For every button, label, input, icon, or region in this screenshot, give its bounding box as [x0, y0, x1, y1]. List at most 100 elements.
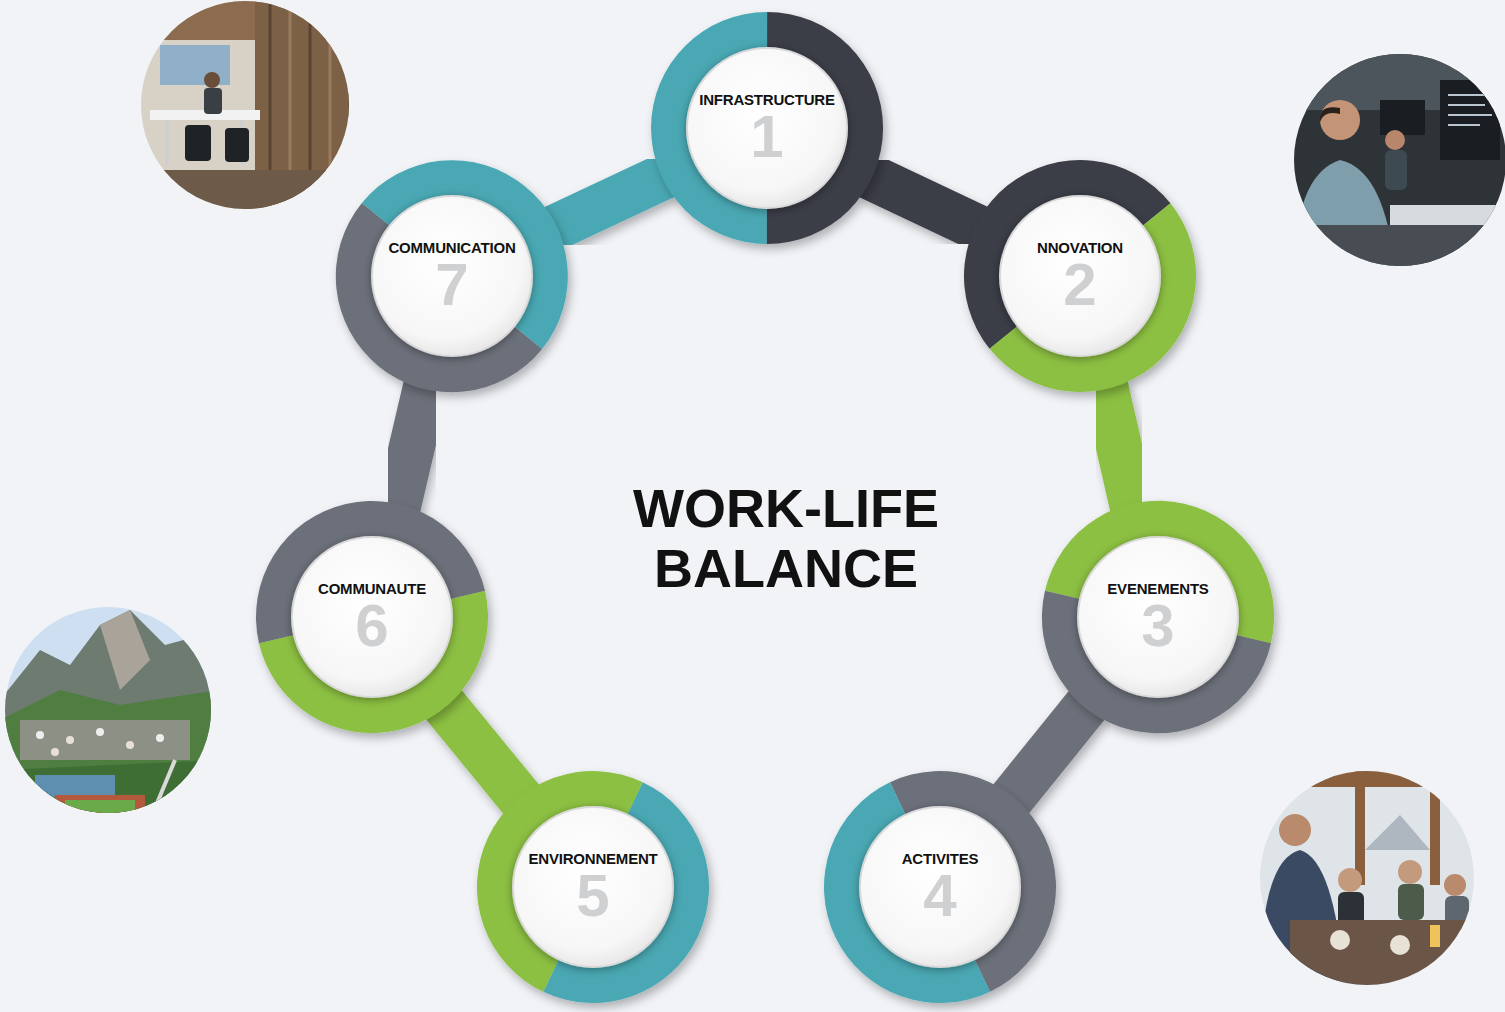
photo-shape [150, 760, 175, 820]
photo-shape [1448, 104, 1485, 106]
step-node: COMMUNAUTE6 [256, 501, 488, 733]
white-circle [687, 48, 847, 208]
photo-shape [1398, 860, 1422, 884]
ring-band [868, 176, 978, 228]
photo-shape [1390, 205, 1500, 225]
step-label: INFRASTRUCTURE [699, 91, 835, 108]
photo-shape [96, 728, 104, 736]
title-text: WORK-LIFE BALANCE [633, 478, 939, 598]
photo-shape [1290, 225, 1505, 270]
ring-group [1042, 501, 1274, 734]
photo-shape [130, 170, 370, 220]
photo-shape [35, 775, 115, 797]
restaurant-photo [1255, 765, 1490, 990]
ring-group [651, 12, 883, 244]
ring-band [398, 385, 427, 508]
node-text-group: ENVIRONNEMENT5 [477, 771, 709, 1003]
photo-shape [225, 128, 249, 162]
step-node: COMMUNICATION7 [336, 160, 568, 392]
photo-shape [65, 800, 135, 820]
developers-photo [1290, 50, 1505, 270]
photo-shape [100, 610, 150, 690]
step-label: ACTIVITES [902, 850, 979, 867]
photo-shape [1355, 765, 1365, 885]
step-number: 6 [355, 597, 388, 654]
photo-shape [130, 0, 370, 40]
photo-shape [185, 125, 211, 161]
photo-shape [55, 795, 145, 825]
photo-shape [1448, 124, 1480, 126]
step-number: 5 [576, 867, 609, 924]
ring-group [477, 771, 709, 1003]
photo-shape [1365, 815, 1430, 850]
step-label: NNOVATION [1037, 239, 1123, 256]
step-node: NNOVATION2 [964, 160, 1196, 392]
step-label: EVENEMENTS [1107, 580, 1208, 597]
photo-shape [0, 600, 220, 820]
photo-shape [1338, 868, 1362, 892]
step-node: ACTIVITES4 [824, 771, 1056, 1003]
photo-shape [1290, 920, 1490, 990]
photo-shape [1385, 150, 1407, 190]
ring-group [964, 160, 1196, 392]
photo-shape [1444, 874, 1466, 896]
step-number: 1 [750, 108, 783, 165]
photo-shape [1390, 935, 1410, 955]
ring-band [1105, 385, 1133, 508]
ring-group [336, 160, 568, 392]
step-number: 2 [1063, 256, 1096, 313]
ring-band [443, 704, 522, 801]
step-label: COMMUNICATION [388, 239, 515, 256]
ring-group [256, 501, 488, 733]
photo-shape [1385, 130, 1405, 150]
photo-shape [156, 734, 164, 742]
step-number: 3 [1141, 597, 1174, 654]
white-circle [372, 196, 532, 356]
white-circle [1078, 537, 1238, 697]
photo-shape [204, 88, 222, 114]
ring-band [1010, 704, 1087, 800]
node-text-group: COMMUNAUTE6 [256, 501, 488, 733]
white-circle [292, 537, 452, 697]
photo-shape [329, 0, 332, 220]
photo-shape [1398, 884, 1424, 920]
photo-shape [1320, 107, 1340, 122]
node-text-group: NNOVATION2 [964, 160, 1196, 392]
photo-shape [20, 720, 190, 760]
node-text-group: COMMUNICATION7 [336, 160, 568, 392]
photo-shape [1440, 80, 1500, 160]
photo-shape [36, 731, 44, 739]
node-text-group: ACTIVITES4 [824, 771, 1056, 1003]
photo-shape [0, 690, 220, 820]
step-node: EVENEMENTS3 [1042, 501, 1274, 733]
step-number: 7 [435, 256, 468, 313]
ring-group [824, 771, 1056, 1003]
photo-shape [66, 736, 74, 744]
photo-shape [51, 748, 59, 756]
photo-shape [1330, 930, 1350, 950]
photo-shape [204, 72, 220, 88]
photo-shape [126, 741, 134, 749]
photo-shape [1255, 765, 1480, 787]
photo-shape [1279, 814, 1311, 846]
photo-shape [1448, 94, 1490, 96]
step-number: 4 [923, 867, 956, 924]
photo-shape [1290, 50, 1505, 270]
valley-photo [0, 600, 220, 825]
node-text-group: EVENEMENTS3 [1042, 501, 1274, 733]
step-label: COMMUNAUTE [318, 580, 426, 597]
diagram-title: WORK-LIFE BALANCE [586, 478, 986, 599]
node-text-group: INFRASTRUCTURE1 [651, 12, 883, 244]
white-circle [513, 807, 673, 967]
white-circle [860, 807, 1020, 967]
photo-shape [165, 120, 169, 165]
photo-shape [0, 760, 220, 820]
white-circle [1000, 196, 1160, 356]
step-node: ENVIRONNEMENT5 [477, 771, 709, 1003]
office-photo [130, 0, 375, 220]
photo-shape [1320, 100, 1360, 140]
photo-shape [1380, 100, 1425, 135]
ring-band [705, 864, 828, 910]
photo-shape [1430, 925, 1440, 947]
